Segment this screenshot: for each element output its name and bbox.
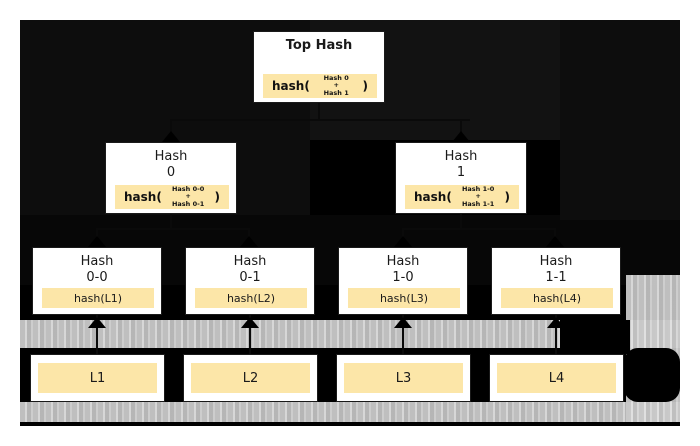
edge-top-stem (318, 103, 320, 119)
node-hash-0-expression: hash( Hash 0-0 + Hash 0-1 ) (115, 185, 229, 209)
texture-band-lower (20, 402, 680, 422)
node-top-hash-title: Top Hash (285, 38, 353, 53)
edge-l4-to-h11 (555, 315, 557, 354)
edge-hash1-stem (460, 214, 462, 228)
node-top-hash[interactable]: Top Hash hash( Hash 0 + Hash 1 ) (253, 31, 385, 103)
node-hash-0-0-expression: hash(L1) (42, 288, 154, 308)
edge-hash0-to-h00 (96, 228, 98, 247)
node-hash-0-title: Hash 0 (154, 149, 188, 180)
hash-1-operands: Hash 1-0 + Hash 1-1 (461, 184, 495, 208)
node-hash-0-0-title: Hash 0-0 (80, 254, 114, 285)
edge-top-to-hash1 (460, 119, 462, 142)
hash-1-open-paren: hash( (414, 190, 452, 204)
arrowhead-hash0-up (162, 131, 180, 142)
edge-l3-to-h10 (402, 315, 404, 354)
arrowhead-l1-up (88, 317, 106, 328)
node-hash-0-1[interactable]: Hash 0-1 hash(L2) (185, 247, 315, 315)
node-hash-1-1-expression: hash(L4) (501, 288, 613, 308)
background-blob-right (624, 348, 680, 402)
edge-hash0-to-h01 (248, 228, 250, 247)
hash-0-operands: Hash 0-0 + Hash 0-1 (171, 184, 205, 208)
arrowhead-h00-up (88, 236, 106, 247)
data-block-l1[interactable]: L1 (30, 354, 165, 402)
top-hash-close-paren: ) (362, 79, 368, 93)
arrowhead-hash1-up (452, 131, 470, 142)
data-block-l3-label: L3 (344, 363, 463, 393)
arrowhead-l2-up (241, 317, 259, 328)
node-hash-0-1-title: Hash 0-1 (233, 254, 267, 285)
hash-1-close-paren: ) (504, 190, 510, 204)
edge-hash1-to-h11 (554, 228, 556, 247)
node-hash-1-expression: hash( Hash 1-0 + Hash 1-1 ) (405, 185, 519, 209)
hash-0-open-paren: hash( (124, 190, 162, 204)
node-hash-0[interactable]: Hash 0 hash( Hash 0-0 + Hash 0-1 ) (105, 142, 237, 214)
edge-top-to-hash0 (170, 119, 172, 142)
edge-l2-to-h01 (249, 315, 251, 354)
node-hash-0-0[interactable]: Hash 0-0 hash(L1) (32, 247, 162, 315)
background-panel-right (560, 20, 680, 220)
node-hash-1-title: Hash 1 (444, 149, 478, 180)
top-hash-open-paren: hash( (272, 79, 310, 93)
node-hash-1-1[interactable]: Hash 1-1 hash(L4) (491, 247, 621, 315)
data-block-l2[interactable]: L2 (183, 354, 318, 402)
edge-hash0-stem (170, 214, 172, 228)
data-block-l4-label: L4 (497, 363, 616, 393)
background-blob-right-upper (560, 320, 630, 354)
node-hash-1[interactable]: Hash 1 hash( Hash 1-0 + Hash 1-1 ) (395, 142, 527, 214)
edge-hash0-bar (96, 228, 250, 230)
node-hash-1-0-expression: hash(L3) (348, 288, 460, 308)
edge-hash1-to-h10 (402, 228, 404, 247)
arrowhead-l3-up (394, 317, 412, 328)
edge-l1-to-h00 (96, 315, 98, 354)
node-hash-1-0-title: Hash 1-0 (386, 254, 420, 285)
diagram-canvas: Top Hash hash( Hash 0 + Hash 1 ) Hash 0 … (20, 20, 680, 426)
node-hash-1-1-title: Hash 1-1 (539, 254, 573, 285)
node-hash-0-1-expression: hash(L2) (195, 288, 307, 308)
top-hash-operands: Hash 0 + Hash 1 (323, 73, 349, 97)
edge-hash1-bar (402, 228, 556, 230)
data-block-l3[interactable]: L3 (336, 354, 471, 402)
data-block-l1-label: L1 (38, 363, 157, 393)
arrowhead-h10-up (394, 236, 412, 247)
edge-top-bar (170, 119, 470, 121)
data-block-l4[interactable]: L4 (489, 354, 624, 402)
node-top-hash-expression: hash( Hash 0 + Hash 1 ) (263, 74, 377, 98)
data-block-l2-label: L2 (191, 363, 310, 393)
arrowhead-h11-up (546, 236, 564, 247)
node-hash-1-0[interactable]: Hash 1-0 hash(L3) (338, 247, 468, 315)
arrowhead-h01-up (240, 236, 258, 247)
hash-0-close-paren: ) (214, 190, 220, 204)
